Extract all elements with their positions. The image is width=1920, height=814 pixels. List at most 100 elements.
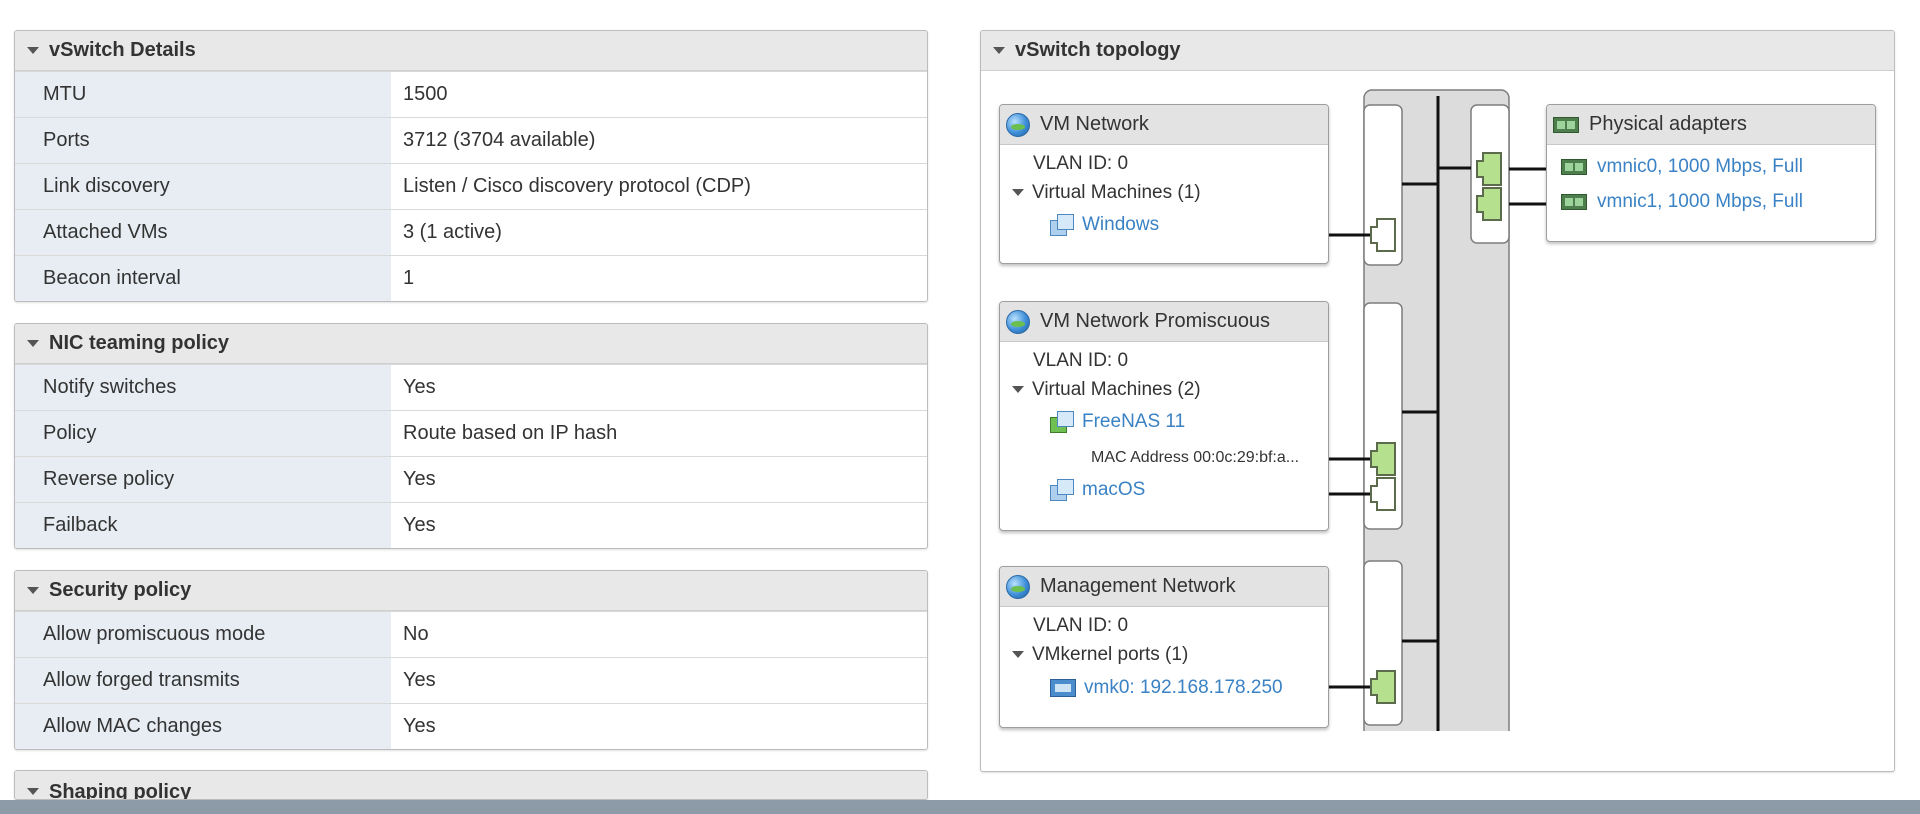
port-group-header: VM Network	[1000, 105, 1328, 145]
virtual-machine-icon	[1050, 479, 1074, 501]
row-value: Listen / Cisco discovery protocol (CDP)	[403, 175, 751, 197]
vm-item-freenas[interactable]: FreeNAS 11	[1050, 411, 1185, 433]
expand-triangle-icon[interactable]	[1012, 386, 1024, 394]
row-value: Yes	[403, 669, 436, 691]
row-label: Allow promiscuous mode	[15, 612, 391, 657]
vm-group-toggle[interactable]: Virtual Machines (2)	[1012, 379, 1201, 401]
physical-nic-icon	[1561, 159, 1587, 175]
port-vmk0	[1370, 670, 1396, 704]
vm-link[interactable]: macOS	[1082, 479, 1146, 501]
vswitch-topology-header[interactable]: vSwitch topology	[981, 31, 1894, 71]
nic-row-notify: Notify switches Yes	[15, 364, 927, 410]
vmkernel-group-toggle[interactable]: VMkernel ports (1)	[1012, 644, 1188, 666]
nic-row-reverse-policy: Reverse policy Yes	[15, 456, 927, 502]
physical-adapters-box[interactable]: Physical adapters vmnic0, 1000 Mbps, Ful…	[1546, 104, 1876, 242]
row-label: MTU	[15, 72, 391, 117]
row-value: 3 (1 active)	[403, 221, 502, 243]
mac-address: MAC Address 00:0c:29:bf:a...	[1091, 449, 1300, 466]
security-row-promiscuous: Allow promiscuous mode No	[15, 611, 927, 657]
powered-on-vm-icon	[1050, 411, 1074, 433]
physical-adapters-title: Physical adapters	[1589, 113, 1747, 135]
nic-teaming-header[interactable]: NIC teaming policy	[15, 324, 927, 364]
detail-row-attached-vms: Attached VMs 3 (1 active)	[15, 209, 927, 255]
row-label: Ports	[15, 118, 391, 163]
network-globe-icon	[1006, 309, 1030, 334]
port-macos	[1370, 477, 1396, 511]
port-vmnic1	[1476, 187, 1502, 221]
panel-title: Security policy	[49, 579, 192, 601]
row-label: Attached VMs	[15, 210, 391, 255]
physical-nic-icon	[1553, 116, 1579, 133]
virtual-machine-icon	[1050, 214, 1074, 236]
collapse-triangle-icon[interactable]	[27, 47, 39, 54]
vlan-id: VLAN ID: 0	[1033, 615, 1129, 636]
vm-item-macos[interactable]: macOS	[1050, 479, 1145, 501]
adapter-link[interactable]: vmnic0, 1000 Mbps, Full	[1597, 156, 1803, 177]
vswitch-details-panel: vSwitch Details MTU 1500 Ports 3712 (370…	[14, 30, 928, 302]
panel-title: vSwitch topology	[1015, 39, 1181, 61]
shaping-policy-header[interactable]: Shaping policy	[15, 771, 927, 800]
vswitch-details-header[interactable]: vSwitch Details	[15, 31, 927, 71]
detail-row-mtu: MTU 1500	[15, 71, 927, 117]
vm-group-label: Virtual Machines (1)	[1032, 182, 1201, 203]
row-label: Notify switches	[15, 365, 391, 410]
vmkernel-item-vmk0[interactable]: vmk0: 192.168.178.250	[1050, 677, 1283, 699]
port-group-vm-network-promiscuous[interactable]: VM Network Promiscuous VLAN ID: 0 Virtua…	[999, 301, 1329, 531]
panel-title: Shaping policy	[49, 781, 192, 800]
vlan-id: VLAN ID: 0	[1033, 153, 1129, 174]
row-value: Yes	[403, 715, 436, 737]
vmkernel-group-label: VMkernel ports (1)	[1032, 644, 1189, 665]
vm-group-toggle[interactable]: Virtual Machines (1)	[1012, 182, 1201, 204]
vswitch-topology-panel: vSwitch topology	[980, 30, 1895, 772]
row-value: 1500	[403, 83, 448, 105]
nic-row-failback: Failback Yes	[15, 502, 927, 548]
vm-link[interactable]: FreeNAS 11	[1082, 411, 1186, 433]
row-label: Allow forged transmits	[15, 658, 391, 703]
row-value: Route based on IP hash	[403, 422, 618, 444]
security-policy-panel: Security policy Allow promiscuous mode N…	[14, 570, 928, 750]
adapter-link[interactable]: vmnic1, 1000 Mbps, Full	[1597, 191, 1803, 212]
vmk-link[interactable]: vmk0: 192.168.178.250	[1084, 677, 1283, 698]
row-value: Yes	[403, 376, 436, 398]
row-value: 1	[403, 267, 415, 289]
nic-teaming-panel: NIC teaming policy Notify switches Yes P…	[14, 323, 928, 549]
topology-diagram	[1328, 89, 1548, 731]
network-globe-icon	[1006, 574, 1030, 599]
security-row-mac-changes: Allow MAC changes Yes	[15, 703, 927, 749]
port-windows	[1370, 218, 1396, 252]
row-value: 3712 (3704 available)	[403, 129, 596, 151]
port-group-name: VM Network	[1040, 113, 1149, 135]
port-group-name: VM Network Promiscuous	[1040, 310, 1271, 332]
row-value: No	[403, 623, 429, 645]
physical-nic-icon	[1561, 194, 1587, 210]
row-value: Yes	[403, 514, 436, 536]
port-group-management-network[interactable]: Management Network VLAN ID: 0 VMkernel p…	[999, 566, 1329, 728]
collapse-triangle-icon[interactable]	[27, 340, 39, 347]
vlan-id: VLAN ID: 0	[1033, 350, 1129, 371]
row-label: Policy	[15, 411, 391, 456]
physical-adapters-header: Physical adapters	[1547, 105, 1875, 145]
vm-link[interactable]: Windows	[1082, 214, 1160, 236]
vmkernel-nic-icon	[1050, 678, 1076, 697]
adapter-vmnic1[interactable]: vmnic1, 1000 Mbps, Full	[1561, 191, 1803, 213]
collapse-triangle-icon[interactable]	[993, 47, 1005, 54]
expand-triangle-icon[interactable]	[1012, 189, 1024, 197]
bottom-status-strip	[0, 800, 1920, 814]
security-policy-header[interactable]: Security policy	[15, 571, 927, 611]
port-group-name: Management Network	[1040, 575, 1236, 597]
detail-row-beacon-interval: Beacon interval 1	[15, 255, 927, 301]
port-group-vm-network[interactable]: VM Network VLAN ID: 0 Virtual Machines (…	[999, 104, 1329, 264]
port-group-header: Management Network	[1000, 567, 1328, 607]
shaping-policy-panel: Shaping policy	[14, 770, 928, 800]
panel-title: NIC teaming policy	[49, 332, 230, 354]
row-label: Allow MAC changes	[15, 704, 391, 749]
vm-item-windows[interactable]: Windows	[1050, 214, 1159, 236]
detail-row-ports: Ports 3712 (3704 available)	[15, 117, 927, 163]
expand-triangle-icon[interactable]	[1012, 651, 1024, 659]
adapter-vmnic0[interactable]: vmnic0, 1000 Mbps, Full	[1561, 156, 1803, 178]
port-group-header: VM Network Promiscuous	[1000, 302, 1328, 342]
collapse-triangle-icon[interactable]	[27, 788, 39, 795]
port-vmnic0	[1476, 152, 1502, 186]
network-globe-icon	[1006, 112, 1030, 137]
collapse-triangle-icon[interactable]	[27, 587, 39, 594]
